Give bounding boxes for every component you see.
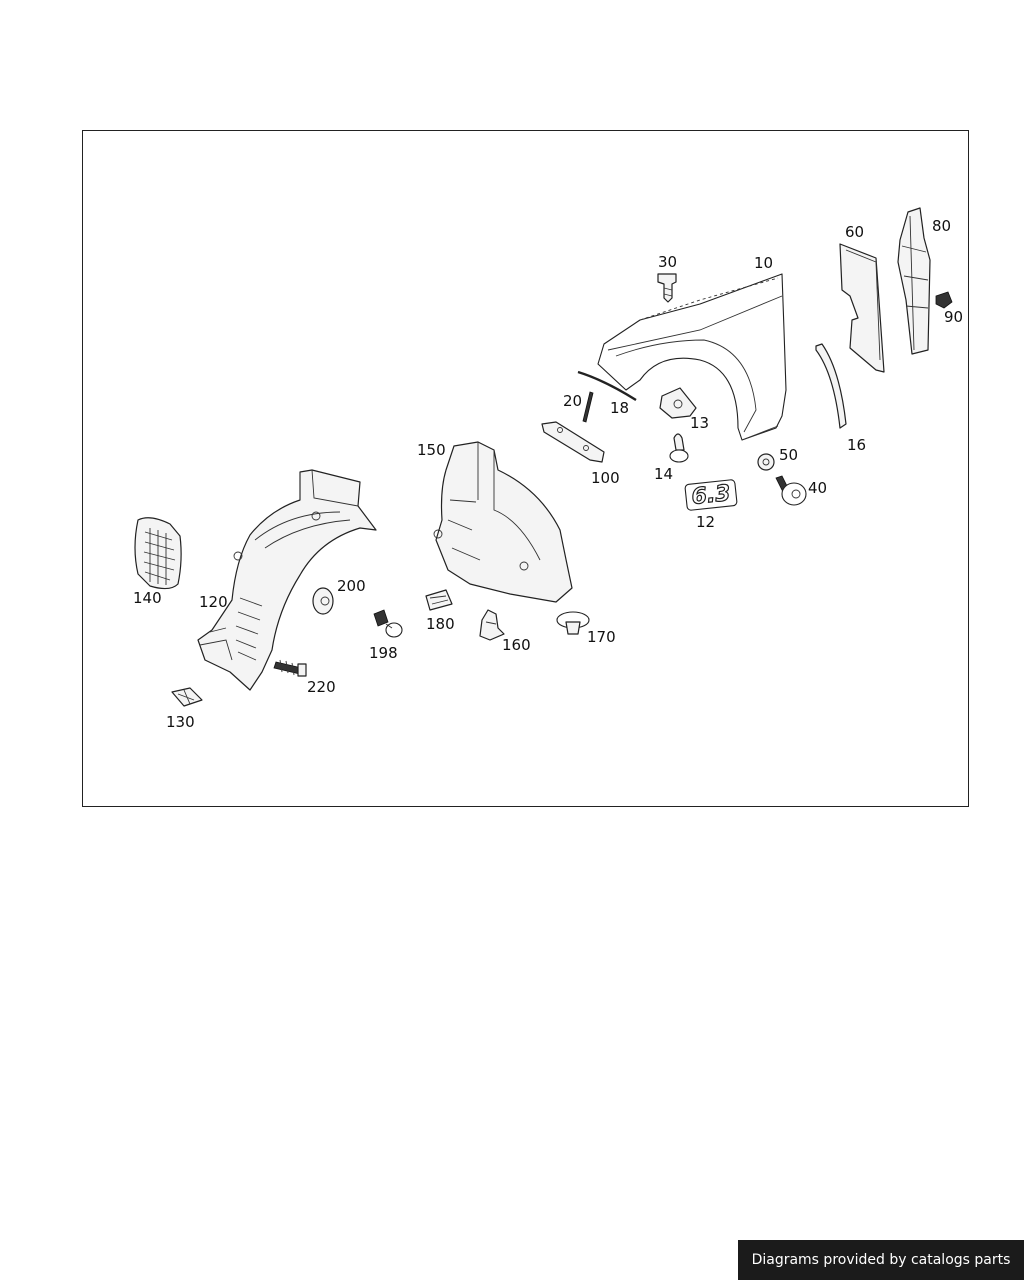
- part-170-push-clip[interactable]: [556, 611, 590, 635]
- part-40-screw[interactable]: [775, 475, 807, 506]
- badge-text: 6.3: [690, 481, 731, 510]
- callout-160: 160: [502, 636, 531, 654]
- callout-140: 140: [133, 589, 162, 607]
- part-50-grommet[interactable]: [757, 453, 775, 471]
- callout-120: 120: [199, 593, 228, 611]
- callout-80: 80: [932, 217, 951, 235]
- callout-100: 100: [591, 469, 620, 487]
- part-13-clip-nut[interactable]: [659, 387, 697, 419]
- callout-200: 200: [337, 577, 366, 595]
- part-198-screw[interactable]: [373, 609, 403, 638]
- part-90-clip[interactable]: [935, 291, 953, 309]
- callout-18: 18: [610, 399, 629, 417]
- part-18-seal[interactable]: [577, 370, 637, 402]
- callout-20: 20: [563, 392, 582, 410]
- callout-60: 60: [845, 223, 864, 241]
- callout-150: 150: [417, 441, 446, 459]
- part-60-panel[interactable]: [839, 243, 885, 373]
- part-30-bolt[interactable]: [657, 273, 677, 303]
- part-16-trim-strip[interactable]: [815, 343, 847, 429]
- callout-130: 130: [166, 713, 195, 731]
- callout-12: 12: [696, 513, 715, 531]
- callout-14: 14: [654, 465, 673, 483]
- part-180-clip[interactable]: [425, 589, 453, 611]
- part-200-nut[interactable]: [312, 587, 334, 615]
- callout-170: 170: [587, 628, 616, 646]
- credit-banner: Diagrams provided by catalogs parts: [738, 1240, 1024, 1280]
- callout-30: 30: [658, 253, 677, 271]
- part-80-bracket[interactable]: [897, 207, 931, 355]
- callout-198: 198: [369, 644, 398, 662]
- callout-10: 10: [754, 254, 773, 272]
- part-150-inner-liner[interactable]: [433, 441, 573, 603]
- part-14-push-pin[interactable]: [669, 433, 689, 463]
- part-130-clip[interactable]: [171, 687, 203, 707]
- callout-13: 13: [690, 414, 709, 432]
- part-120-wheel-liner[interactable]: [197, 469, 377, 691]
- part-20-strip[interactable]: [582, 391, 594, 423]
- callout-180: 180: [426, 615, 455, 633]
- diagram-frame: [82, 130, 969, 807]
- part-220-rivet[interactable]: [273, 659, 307, 677]
- part-100-bracket[interactable]: [541, 421, 605, 463]
- part-12-badge[interactable]: 6.3: [684, 479, 738, 511]
- callout-16: 16: [847, 436, 866, 454]
- callout-220: 220: [307, 678, 336, 696]
- callout-90: 90: [944, 308, 963, 326]
- callout-labels: 10 12 13 14 16 18 20 30 40 50 60 80 90 1…: [133, 217, 963, 731]
- part-160-fastener[interactable]: [479, 609, 505, 641]
- part-140-grille[interactable]: [134, 517, 182, 590]
- part-10-fender[interactable]: [597, 273, 787, 441]
- callout-40: 40: [808, 479, 827, 497]
- callout-50: 50: [779, 446, 798, 464]
